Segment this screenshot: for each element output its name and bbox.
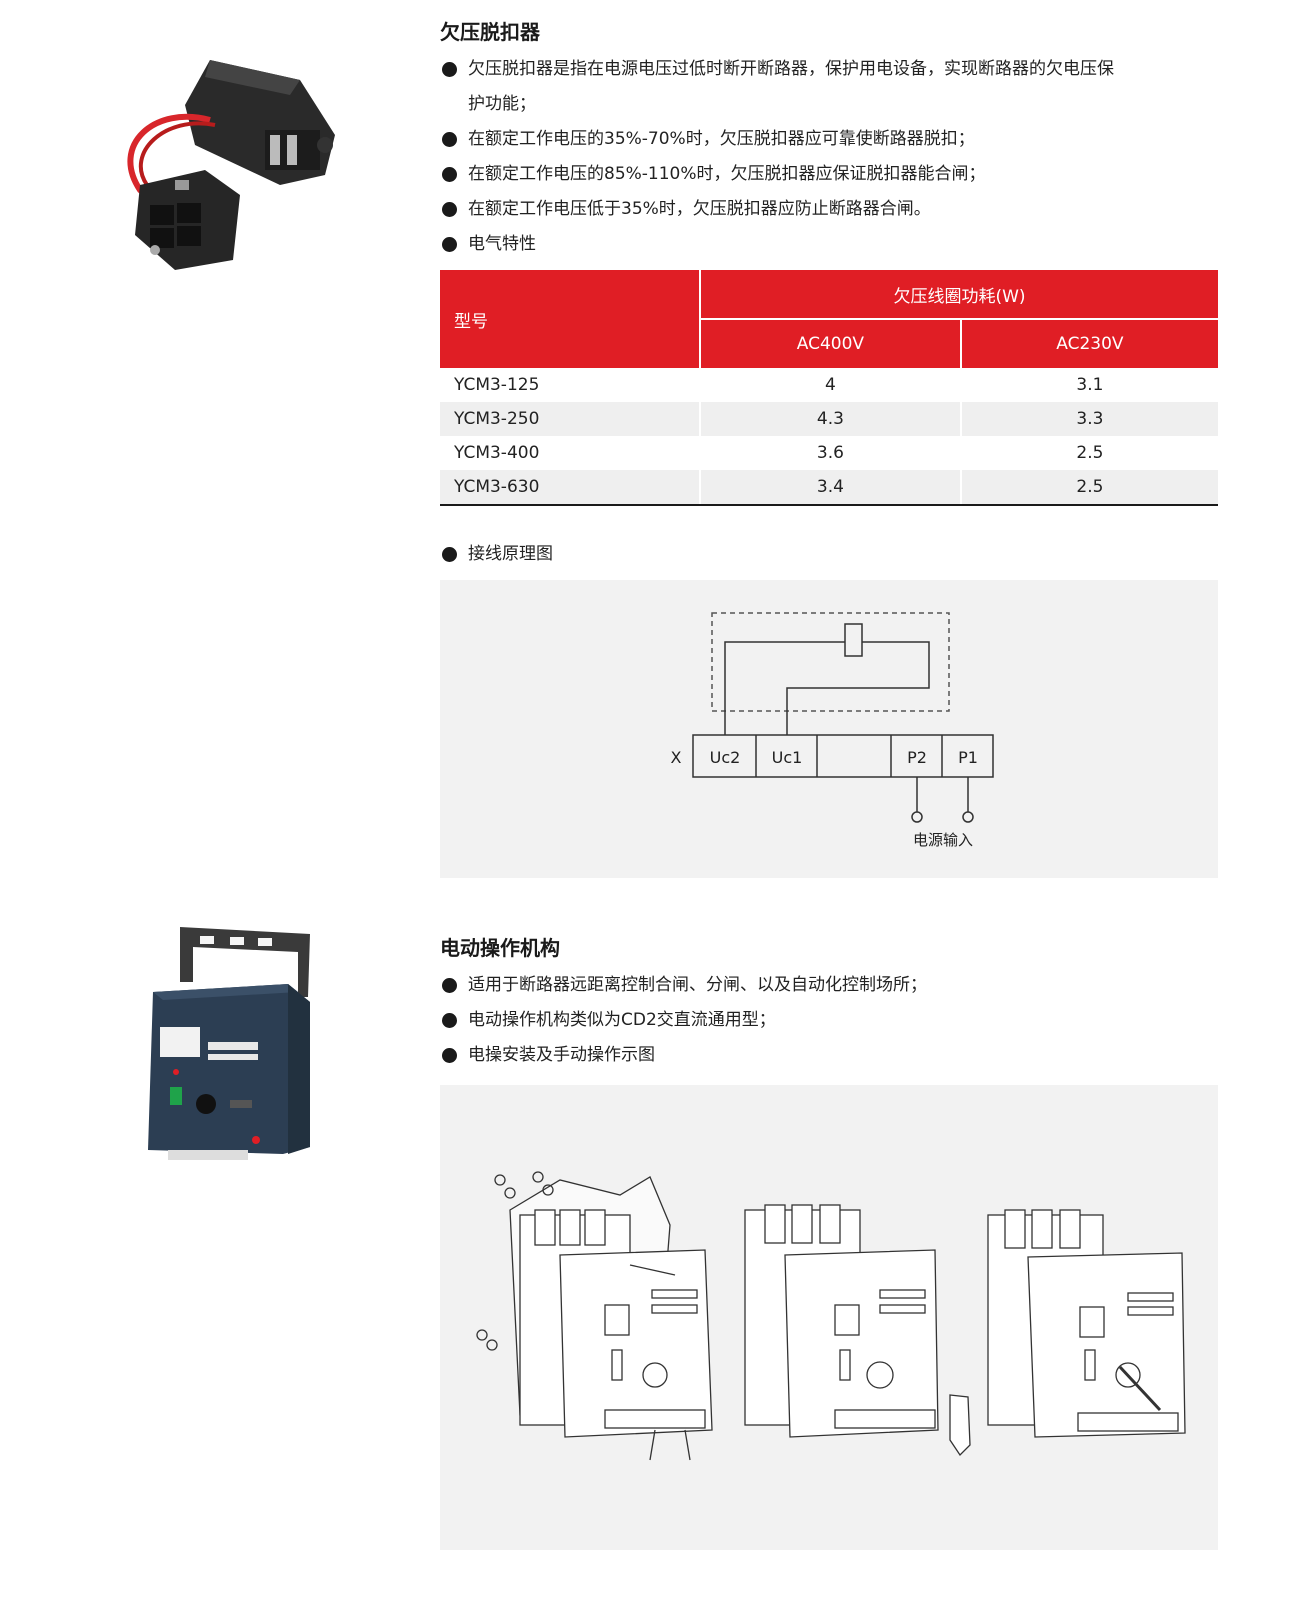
terminal-p1: P1: [958, 748, 978, 767]
terminal-x-label: X: [671, 748, 682, 767]
motor-mechanism-photo: [138, 922, 318, 1167]
table-header-ac230v: AC230V: [960, 318, 1218, 368]
cell-model: YCM3-125: [440, 368, 701, 402]
bullet-item: 欠压脱扣器是指在电源电压过低时断开断路器，保护用电设备，实现断路器的欠电压保 护…: [440, 52, 1220, 122]
cell-ac230: 2.5: [960, 470, 1218, 506]
section1-bullet-list: 欠压脱扣器是指在电源电压过低时断开断路器，保护用电设备，实现断路器的欠电压保 护…: [440, 52, 1220, 262]
table-row: YCM3-250 4.3 3.3: [440, 402, 1218, 436]
bullet-item: 适用于断路器远距离控制合闸、分闸、以及自动化控制场所；: [440, 968, 1220, 1003]
installation-diagram-panel: [440, 1085, 1218, 1550]
section2-bullet-list: 适用于断路器远距离控制合闸、分闸、以及自动化控制场所； 电动操作机构类似为CD2…: [440, 968, 1220, 1073]
table-row: YCM3-400 3.6 2.5: [440, 436, 1218, 470]
terminal-uc2: Uc2: [710, 748, 741, 767]
bullet-text-cont: 护功能；: [468, 94, 536, 114]
table-header-coil-power: 欠压线圈功耗(W): [700, 270, 1218, 319]
install-figure-1: [476, 1171, 713, 1461]
power-input-label: 电源输入: [913, 831, 973, 849]
terminal-block: [692, 734, 994, 778]
bullet-item: 在额定工作电压的85%-110%时，欠压脱扣器应保证脱扣器能合闸；: [440, 157, 1220, 192]
table-row: YCM3-125 4 3.1: [440, 368, 1218, 402]
install-figure-3: [987, 1209, 1186, 1438]
cell-ac400: 3.4: [700, 470, 962, 506]
electrical-characteristics-table: 型号 欠压线圈功耗(W) AC400V AC230V YCM3-125 4 3.…: [440, 270, 1218, 506]
bullet-item: 电操安装及手动操作示图: [440, 1038, 1220, 1073]
wiring-diagram-panel: X Uc2 Uc1 P2 P1 电源输入: [440, 580, 1218, 878]
cell-model: YCM3-400: [440, 436, 701, 470]
wiring-diagram: X Uc2 Uc1 P2 P1 电源输入: [671, 612, 994, 849]
cell-ac230: 2.5: [960, 436, 1218, 470]
cell-ac230: 3.1: [960, 368, 1218, 402]
cell-ac400: 4: [700, 368, 962, 402]
wiring-heading-list: 接线原理图: [440, 537, 1220, 572]
bullet-item: 在额定工作电压低于35%时，欠压脱扣器应防止断路器合闸。: [440, 192, 1220, 227]
installation-illustrations: [476, 1171, 1186, 1461]
install-figure-2: [744, 1204, 971, 1457]
bullet-text: 欠压脱扣器是指在电源电压过低时断开断路器，保护用电设备，实现断路器的欠电压保: [468, 59, 1114, 79]
cell-model: YCM3-630: [440, 470, 701, 506]
cell-model: YCM3-250: [440, 402, 701, 436]
bullet-item: 电气特性: [440, 227, 1220, 262]
table-header-model: 型号: [440, 270, 701, 368]
terminal-p2: P2: [907, 748, 927, 767]
terminal-uc1: Uc1: [772, 748, 803, 767]
wiring-heading: 接线原理图: [440, 537, 1220, 572]
table-header-ac400v: AC400V: [700, 318, 962, 368]
section1-title: 欠压脱扣器: [440, 20, 540, 44]
undervoltage-release-photo: [115, 35, 345, 275]
cell-ac230: 3.3: [960, 402, 1218, 436]
table-row: YCM3-630 3.4 2.5: [440, 470, 1218, 506]
bullet-item: 电动操作机构类似为CD2交直流通用型；: [440, 1003, 1220, 1038]
cell-ac400: 3.6: [700, 436, 962, 470]
cell-ac400: 4.3: [700, 402, 962, 436]
coil-symbol: [844, 623, 863, 657]
bullet-item: 在额定工作电压的35%-70%时，欠压脱扣器应可靠使断路器脱扣；: [440, 122, 1220, 157]
section2-title: 电动操作机构: [440, 936, 560, 960]
